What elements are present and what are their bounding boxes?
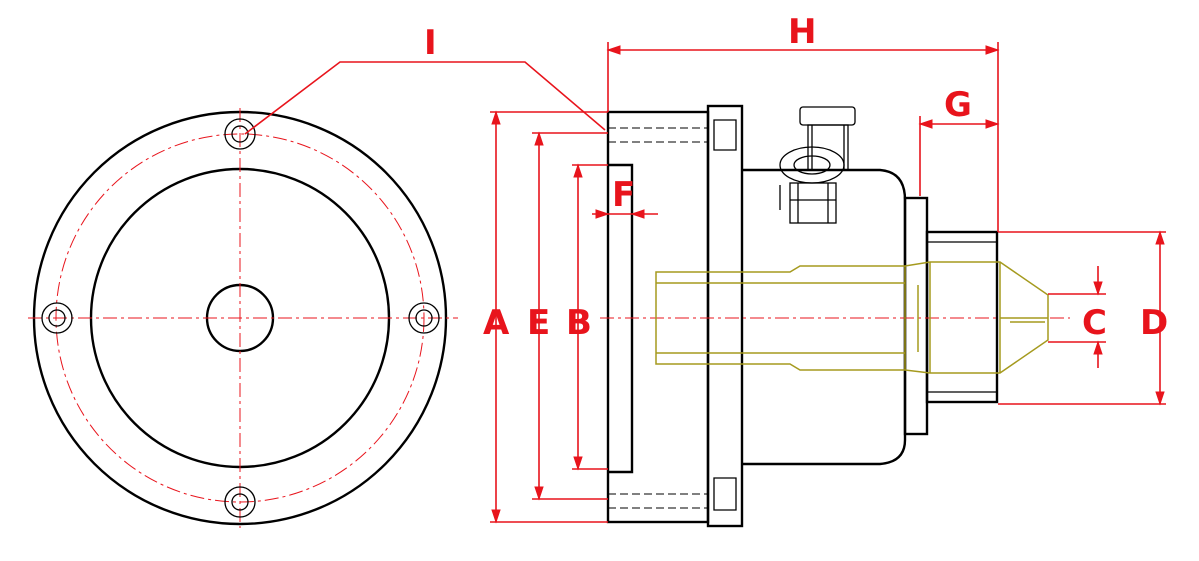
side-view (600, 104, 1070, 528)
label-i: I (424, 23, 437, 63)
mounting-hole-right (408, 302, 440, 334)
label-d: D (1140, 303, 1168, 343)
clamp-ring (706, 104, 744, 528)
label-e: E (527, 303, 550, 343)
label-c: C (1082, 303, 1107, 343)
mounting-hole-left (41, 302, 73, 334)
mounting-hole-top (224, 118, 256, 150)
dimensions (244, 42, 1166, 524)
collet (655, 261, 1049, 374)
side-flange-plate (606, 110, 710, 524)
nose-housing (925, 230, 999, 404)
air-fitting (779, 106, 856, 224)
label-g: G (944, 85, 972, 125)
label-h: H (788, 12, 816, 52)
label-b: B (566, 303, 592, 343)
leader-i (244, 61, 606, 135)
dimension-labels: I H G F A E B C D (424, 12, 1168, 343)
front-view (28, 108, 458, 528)
mounting-hole-bottom (224, 486, 256, 518)
label-a: A (483, 303, 510, 343)
label-f: F (612, 175, 635, 215)
step-ring (903, 196, 929, 436)
main-body (742, 168, 907, 466)
